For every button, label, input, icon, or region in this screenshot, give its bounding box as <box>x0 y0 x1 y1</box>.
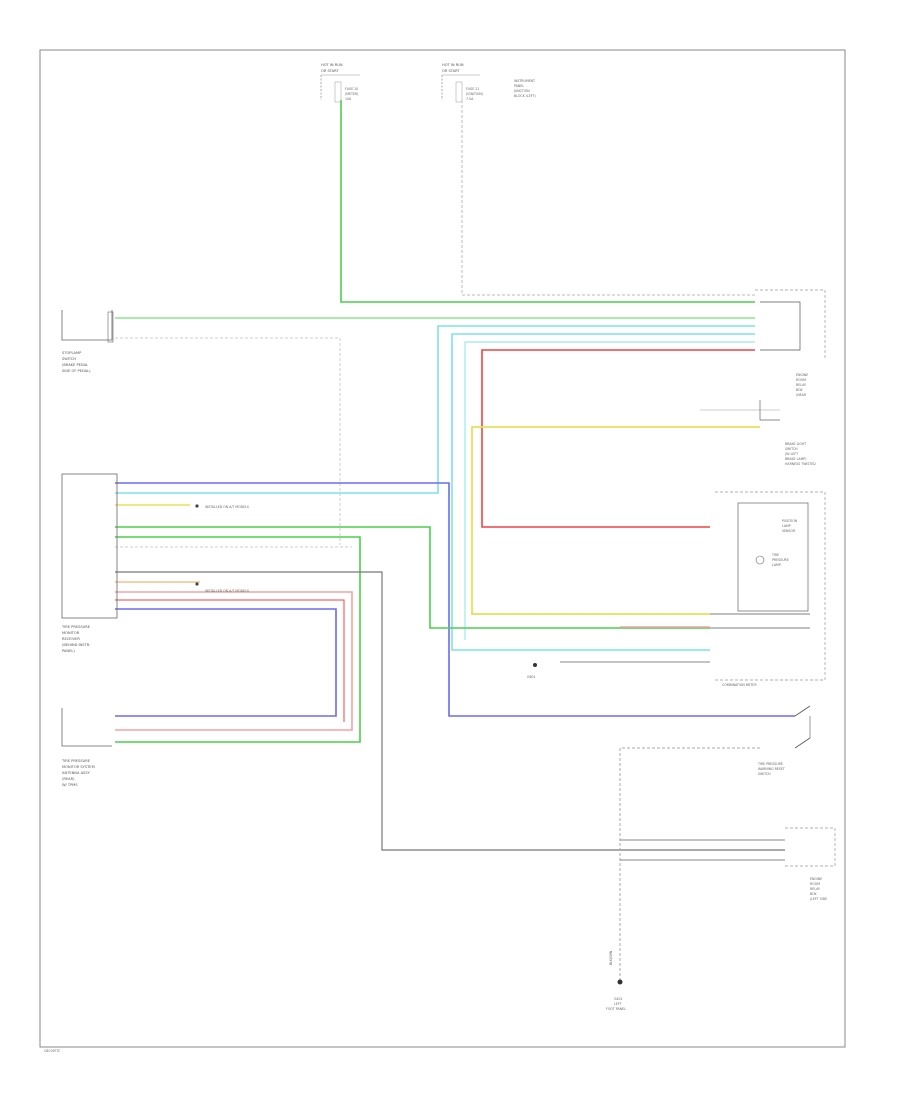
combination-meter: POSITION LAMP SENSOR TIRE PRESSURE LAMP … <box>710 491 826 687</box>
wire-yellow <box>471 426 760 615</box>
wire-black-receiver <box>115 571 785 851</box>
relay-lower-label-4: BOX <box>810 892 817 896</box>
ground-label-3: FOOT PANEL <box>606 1007 626 1011</box>
tpms-reset-switch: TIRE PRESSURE WARNING RESET SWITCH <box>757 705 811 776</box>
relay-top-label-1: ENGINE <box>796 373 808 377</box>
fuse-right-desc-3: JUNCTION <box>513 89 530 93</box>
meter-inner-2: LAMP <box>782 524 791 528</box>
ground-g601: G601 <box>527 663 537 679</box>
diagram-frame <box>39 49 846 1048</box>
fuse-right-desc-4: BLOCK (LEFT) <box>514 94 536 98</box>
engine-room-relay-lower: ENGINE ROOM RELAY BOX (LEFT SIDE <box>785 827 836 901</box>
stoplamp-label-3: (BRAKE PEDAL <box>62 363 88 367</box>
ground-g601-label: G601 <box>527 675 536 679</box>
receiver-label-3: RECEIVER <box>62 637 80 641</box>
relay-lower-label-3: RELAY <box>810 887 820 891</box>
wire-cyan-1 <box>115 325 755 494</box>
ground-label-2: LEFT <box>614 1002 622 1006</box>
fuse-left: HOT IN RUN OR START FUSE 20 (METER) 10A <box>320 63 360 103</box>
wire-red-top <box>481 349 755 528</box>
meter-tpms-3: LAMP <box>772 563 781 567</box>
stoplamp-switch: STOPLAMP SWITCH (BRAKE PEDAL SIDE OF PED… <box>61 310 114 373</box>
meter-label: COMBINATION METER <box>722 683 757 687</box>
wire-blue-receiver-2 <box>115 608 337 717</box>
ground-g401: BLK/GRN G401 LEFT FOOT PANEL <box>606 950 626 1011</box>
reset-switch-label-3: SWITCH <box>758 772 771 776</box>
wire-red-receiver <box>115 599 345 722</box>
tpms-antenna: TIRE PRESSURE MONITOR SYSTEM ANTENNA ASS… <box>61 708 112 787</box>
fuse-right-desc-2: PANEL <box>514 84 524 88</box>
fuse-left-label-1: HOT IN RUN <box>321 63 343 67</box>
receiver-label-2: MONITOR <box>62 631 80 635</box>
receiver-label-5: PANEL) <box>62 649 75 653</box>
relay-top-label-2: ROOM <box>796 378 806 382</box>
receiver-label-1: TIRE PRESSURE <box>61 625 91 629</box>
antenna-label-2: MONITOR SYSTEM <box>62 765 95 769</box>
receiver-note-1: INSTALLED ON A/T MODELS <box>205 505 249 509</box>
fuse-right-fuse-2: (IGNITION) <box>466 92 483 96</box>
antenna-label-3: ANTENNA ASSY <box>62 771 91 775</box>
fuse-right-label-1: HOT IN RUN <box>442 63 464 67</box>
antenna-label-4: (REAR) <box>62 777 75 781</box>
relay-lower-label-5: (LEFT SIDE <box>810 897 827 901</box>
meter-inner-1: POSITION <box>782 519 798 523</box>
brake-light-label-5: HARNESS TWISTED <box>785 462 816 466</box>
stoplamp-label-2: SWITCH <box>62 357 76 361</box>
ground-label-1: G401 <box>614 997 623 1001</box>
wire-green-fuse-meter <box>340 100 755 303</box>
footer-id: C8C05FTC <box>44 1049 61 1053</box>
meter-tpms-2: PRESSURE <box>772 558 789 562</box>
wire-green-receiver-1 <box>115 526 710 629</box>
receiver-note-2: INSTALLED ON A/T MODELS <box>205 589 249 593</box>
fuse-left-fuse-2: (METER) <box>345 92 358 96</box>
wire-grey-fuse-ign <box>461 100 755 296</box>
fuse-left-fuse-3: 10A <box>345 97 352 101</box>
wire-pink-receiver-1 <box>115 591 353 731</box>
fuse-right-fuse-3: 7.5A <box>466 97 474 101</box>
wire-cyan-2 <box>451 333 755 651</box>
relay-top-label-4: BOX <box>796 388 803 392</box>
stoplamp-label-4: SIDE OF PEDAL) <box>62 369 91 373</box>
antenna-label-1: TIRE PRESSURE <box>61 759 91 763</box>
brake-light-label-4: BRAKE LAMP) <box>785 457 807 461</box>
fuse-right-desc-1: INSTRUMENT <box>514 79 535 83</box>
relay-lower-label-2: ROOM <box>810 882 820 886</box>
wire-cyan-3 <box>464 341 755 640</box>
reset-switch-label-2: WARNING RESET <box>758 767 785 771</box>
tpms-receiver: TIRE PRESSURE MONITOR RECEIVER (BEHIND I… <box>61 473 249 653</box>
wire-blue-receiver <box>115 482 795 717</box>
stoplamp-label-1: STOPLAMP <box>62 351 82 355</box>
fuse-right: HOT IN RUN OR START FUSE 21 (IGNITION) 7… <box>441 63 536 103</box>
antenna-label-5: W/ TPMS <box>62 783 78 787</box>
brake-light-label-3: (IN LEFT <box>785 452 798 456</box>
relay-top-label-3: RELAY <box>796 383 806 387</box>
brake-light-label-2: SWITCH <box>785 447 798 451</box>
fuse-left-fuse-1: FUSE 20 <box>345 87 358 91</box>
wire-green-receiver-2 <box>115 536 361 743</box>
fuse-right-fuse-1: FUSE 21 <box>466 87 479 91</box>
meter-inner-3: SENSOR <box>782 529 796 533</box>
wire-ground-grey <box>619 747 760 980</box>
fuse-right-label-2: OR START <box>442 69 460 73</box>
fuse-left-label-2: OR START <box>321 69 339 73</box>
wire-grey-stoplamp <box>115 337 341 545</box>
meter-tpms-1: TIRE <box>771 553 779 557</box>
brake-light-switch: BRAKE LIGHT SWITCH (IN LEFT BRAKE LAMP) … <box>700 400 816 466</box>
ground-wire-label: BLK/GRN <box>609 950 613 965</box>
engine-room-relay-top: ENGINE ROOM RELAY BOX (NEAR <box>755 289 826 397</box>
relay-top-label-5: (NEAR <box>796 393 807 397</box>
brake-light-label-1: BRAKE LIGHT <box>785 442 806 446</box>
reset-switch-label-1: TIRE PRESSURE <box>757 762 783 766</box>
receiver-label-4: (BEHIND INSTR. <box>62 643 90 647</box>
relay-lower-label-1: ENGINE <box>810 877 822 881</box>
